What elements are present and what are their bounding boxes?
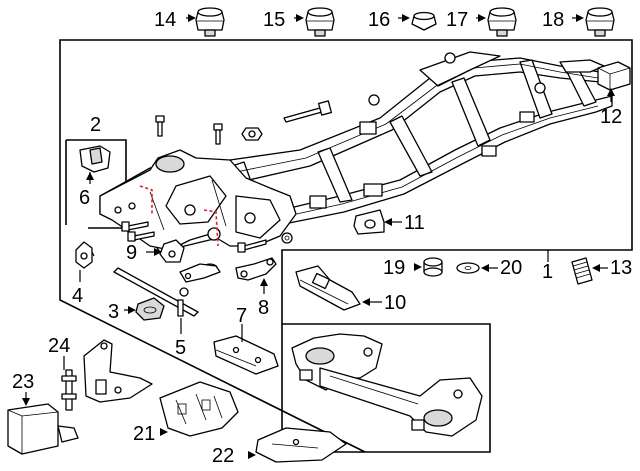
front-crossmember (99, 149, 297, 251)
nut-2 (281, 232, 293, 244)
rod-5 (113, 267, 199, 317)
callout-18: 18 (542, 9, 564, 31)
body-mount-17 (487, 7, 517, 37)
callout-6: 6 (79, 187, 90, 209)
clip-4 (75, 241, 93, 269)
callout-22: 22 (212, 445, 234, 467)
callout-12: 12 (600, 106, 622, 128)
body-mount-15 (305, 7, 335, 37)
mount-bracket-11 (353, 209, 385, 235)
callout-13: 13 (610, 257, 632, 279)
skid-plate-bracket-7 (213, 335, 279, 375)
callout-15: 15 (263, 9, 285, 31)
bracket-6 (79, 145, 111, 173)
assembly-outline-1 (59, 39, 633, 453)
long-bolt (283, 100, 333, 123)
callout-19: 19 (383, 257, 405, 279)
subframe-outline (282, 323, 491, 453)
link-center (179, 263, 221, 283)
callout-16: 16 (368, 9, 390, 31)
module-23 (7, 403, 79, 455)
bolt-left-2 (127, 231, 155, 242)
cut-line-left (139, 185, 153, 214)
callout-14: 14 (154, 9, 176, 31)
skid-plate-22 (255, 427, 347, 463)
rear-subframe (291, 333, 483, 437)
callout-2: 2 (90, 114, 101, 136)
callout-10: 10 (384, 292, 406, 314)
body-mount-16 (411, 11, 437, 31)
spring-bumper-13 (571, 257, 593, 285)
bolt-vertical-2 (213, 123, 223, 145)
crossmember-10 (295, 265, 361, 311)
callout-7: 7 (236, 305, 247, 327)
body-mount-18 (585, 7, 615, 37)
callout-8: 8 (258, 297, 269, 319)
callout-3: 3 (108, 301, 119, 323)
bracket-8 (235, 257, 277, 281)
callout-17: 17 (446, 9, 468, 31)
bushing-19 (423, 257, 443, 277)
stud-24 (61, 369, 77, 411)
callout-9: 9 (126, 242, 137, 264)
callout-21: 21 (133, 423, 155, 445)
callout-4: 4 (72, 285, 83, 307)
callout-20: 20 (500, 257, 522, 279)
pad-3 (135, 297, 165, 321)
rear-bracket-12 (597, 61, 631, 91)
bolt-left-1 (121, 221, 149, 232)
callout-5: 5 (175, 337, 186, 359)
mount-plate-24 (83, 339, 153, 403)
bolt-vertical-1 (155, 115, 165, 137)
washer-20 (456, 262, 480, 274)
callout-1: 1 (542, 261, 553, 283)
callout-11: 11 (404, 212, 425, 234)
cut-line-right (203, 209, 219, 247)
callout-24: 24 (48, 335, 70, 357)
nut-1 (241, 127, 263, 141)
shield-21 (159, 381, 239, 437)
body-mount-14 (195, 7, 225, 37)
bracket-9 (159, 239, 185, 263)
bolt-center-1 (237, 239, 267, 253)
callout-23: 23 (12, 371, 34, 393)
